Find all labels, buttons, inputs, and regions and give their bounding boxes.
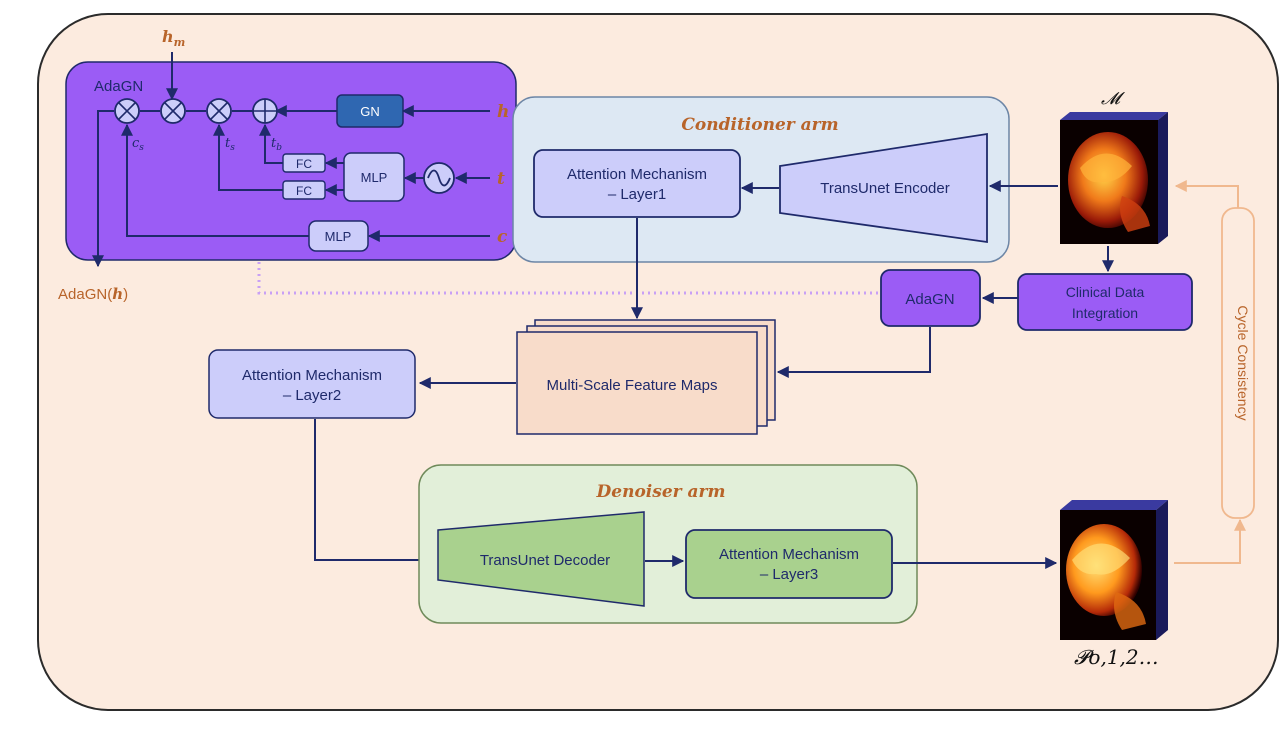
adagn-small-block xyxy=(880,269,981,327)
circle-times-icon xyxy=(206,98,232,124)
fc-top-label: FC xyxy=(296,157,312,171)
attention-layer3-block xyxy=(685,529,893,599)
circle-times-icon xyxy=(160,98,186,124)
adagn-panel-title: AdaGN xyxy=(94,78,143,95)
input-hm-label: hm xyxy=(162,27,185,49)
mlp-time-label: MLP xyxy=(361,170,388,185)
mri-input-label: 𝓜 xyxy=(1101,89,1125,109)
circle-times-icon xyxy=(114,98,140,124)
feature-maps-label: Multi-Scale Feature Maps xyxy=(547,377,718,394)
conditioner-arm: Conditioner arm Attention Mechanism – La… xyxy=(512,96,1010,263)
label-tb: tb xyxy=(271,136,282,153)
attention-layer2-line2: – Layer2 xyxy=(283,387,341,404)
attention-layer2-block xyxy=(208,349,416,419)
mri-input-volume xyxy=(1060,112,1168,244)
label-ts: ts xyxy=(225,136,235,153)
mri-output-volume xyxy=(1060,500,1168,640)
output-label: 𝓟o,1,2… xyxy=(1074,645,1159,669)
gn-block xyxy=(336,94,404,128)
gn-label: GN xyxy=(360,104,380,119)
sine-wave-icon xyxy=(423,162,455,194)
input-h-label: h xyxy=(497,102,509,122)
attention-layer1-line1: Attention Mechanism xyxy=(567,166,707,183)
denoiser-title: Denoiser arm xyxy=(596,482,726,502)
adagn-dotted-link xyxy=(257,262,881,295)
transunet-decoder-label: TransUnet Decoder xyxy=(480,552,610,569)
cycle-return-arrow xyxy=(1174,180,1239,208)
transunet-encoder-label: TransUnet Encoder xyxy=(820,180,950,197)
clinical-line1: Clinical Data xyxy=(1066,284,1145,300)
adagn-small-label: AdaGN xyxy=(905,291,954,308)
adagn-detail-panel: AdaGN hm GN xyxy=(65,27,517,268)
attention-layer1-block xyxy=(533,149,741,218)
attention-layer2-line1: Attention Mechanism xyxy=(242,367,382,384)
attention-layer3-line1: Attention Mechanism xyxy=(719,546,859,563)
attention-layer1-line2: – Layer1 xyxy=(608,186,666,203)
adagn-output-label: AdaGN(h) xyxy=(58,285,128,303)
mlp-time-block xyxy=(343,152,405,202)
label-cs: cs xyxy=(132,136,144,153)
multi-scale-feature-maps: Multi-Scale Feature Maps xyxy=(516,319,776,435)
input-c-label: c xyxy=(497,227,508,247)
transunet-encoder-block xyxy=(779,132,988,244)
cycle-consistency-label: Cycle Consistency xyxy=(1235,305,1251,420)
circle-plus-icon xyxy=(252,98,278,124)
transunet-decoder-block xyxy=(437,511,645,607)
clinical-data-block xyxy=(1017,273,1193,331)
attention-layer3-line2: – Layer3 xyxy=(760,566,818,583)
fc-bottom-label: FC xyxy=(296,184,312,198)
clinical-line2: Integration xyxy=(1072,305,1138,321)
mlp-cond-label: MLP xyxy=(325,229,352,244)
conditioner-title: Conditioner arm xyxy=(681,115,838,135)
input-t-label: t xyxy=(497,169,505,189)
denoiser-arm: Denoiser arm TransUnet Decoder Attention… xyxy=(418,464,918,624)
cycle-arrow xyxy=(1174,518,1246,564)
